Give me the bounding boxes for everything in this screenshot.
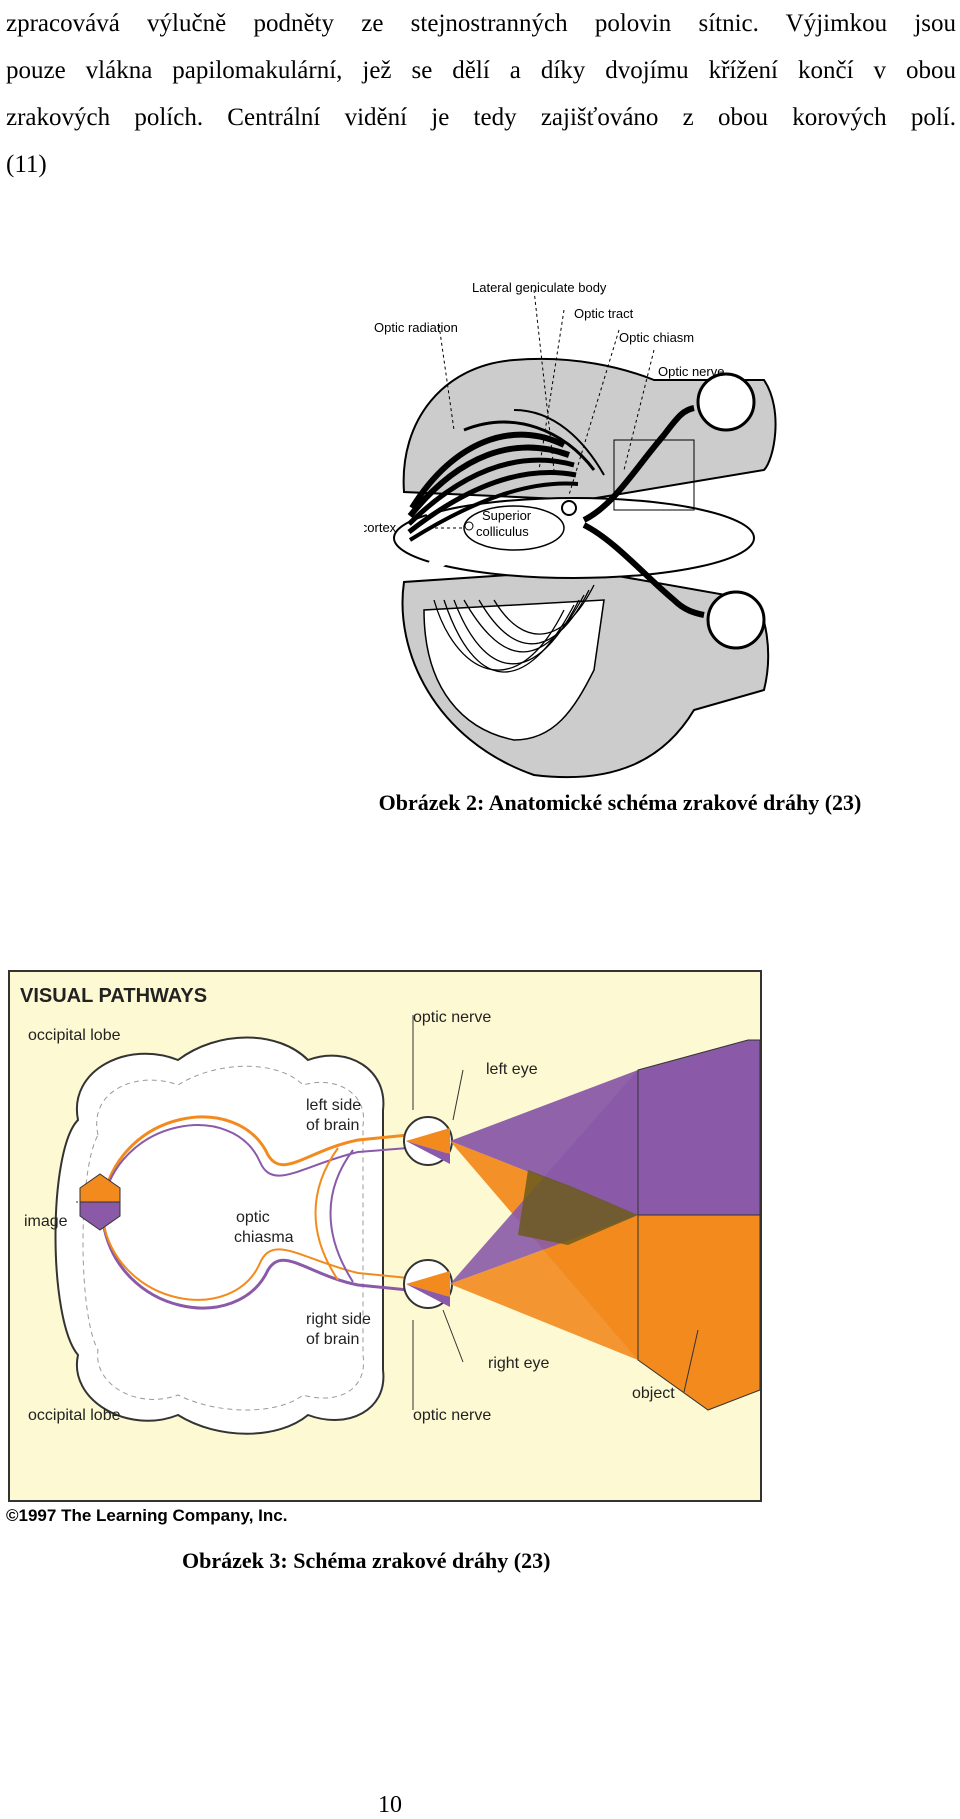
label-optic-chiasm: Optic chiasm [619,330,694,345]
label-chiasma: chiasma [234,1229,294,1246]
paragraph-line: zpracovává výlučně podněty ze stejnostra… [6,10,956,37]
label-optic-radiation: Optic radiation [374,320,458,335]
label-right-side-of-brain-1: right side [306,1311,371,1328]
paragraph-line: zrakových polích. Centrální vidění je te… [6,104,956,131]
label-image: image [24,1213,68,1230]
label-superior: Superior [482,508,532,523]
eye-bottom [706,590,766,650]
label-occipital-lobe-top: occipital lobe [28,1027,121,1044]
label-right-side-of-brain-2: of brain [306,1331,359,1348]
label-optic-nerve-top: optic nerve [413,1009,491,1026]
paragraph-line: (11) [6,151,47,178]
optic-radiation-fibers [407,409,605,673]
label-visual-cortex: Visual cortex [364,520,397,535]
paragraph-line: pouze vlákna papilomakulární, jež se děl… [6,57,956,84]
label-optic-tract: Optic tract [574,306,634,321]
label-lateral-geniculate-body: Lateral geniculate body [472,280,607,295]
label-optic-nerve: Optic nerve [658,364,724,379]
label-left-side-of-brain-2: of brain [306,1117,359,1134]
label-left-eye: left eye [486,1061,538,1078]
label-optic: optic [236,1209,270,1226]
label-object: object [632,1385,675,1402]
label-colliculus: colliculus [476,524,529,539]
body-paragraph: zpracovává výlučně podněty ze stejnostra… [6,0,956,188]
label-optic-nerve-bottom: optic nerve [413,1407,491,1424]
figure-3-caption: Obrázek 3: Schéma zrakové dráhy (23) [182,1548,551,1573]
brain-outline [54,1036,385,1435]
figure-title: VISUAL PATHWAYS [20,985,207,1007]
figure-2-caption: Obrázek 2: Anatomické schéma zrakové drá… [378,790,862,815]
label-left-side-of-brain-1: left side [306,1097,361,1114]
page-number: 10 [378,1792,402,1818]
label-occipital-lobe-bottom: occipital lobe [28,1407,121,1424]
eye-top [696,372,756,432]
visual-pathways-figure: VISUAL PATHWAYS occipital lobe optic ner… [8,970,762,1502]
anatomical-visual-pathway-figure: Lateral geniculate body Optic tract Opti… [364,270,824,782]
label-right-eye: right eye [488,1355,549,1372]
copyright-notice: ©1997 The Learning Company, Inc. [6,1506,288,1525]
